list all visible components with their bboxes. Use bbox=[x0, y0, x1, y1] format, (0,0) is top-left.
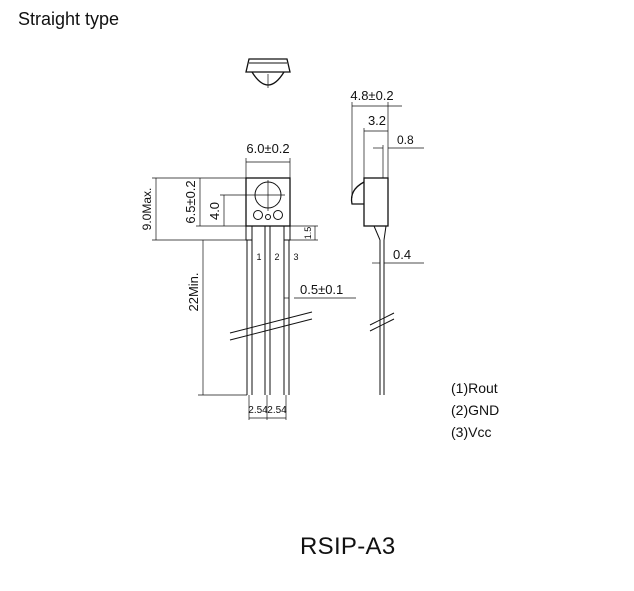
front-view bbox=[152, 158, 356, 420]
pin-2-row: (2)GND bbox=[451, 399, 499, 421]
pin-number-3: 3 bbox=[293, 252, 298, 262]
standoff-label: 1.5 bbox=[303, 227, 313, 240]
pin-number-1: 1 bbox=[256, 252, 261, 262]
lead-length-label: 22Min. bbox=[186, 272, 201, 311]
package-name: RSIP-A3 bbox=[300, 533, 396, 560]
top-view bbox=[245, 58, 291, 88]
pin-2-number: (2) bbox=[451, 402, 469, 418]
back-thickness-label: 0.8 bbox=[397, 133, 414, 147]
pin-3-name: Vcc bbox=[468, 424, 492, 440]
pin-assignment-list: (1)Rout (2)GND (3)Vcc bbox=[451, 377, 499, 443]
lens-depth-label: 3.2 bbox=[368, 113, 386, 128]
pin-1-row: (1)Rout bbox=[451, 377, 499, 399]
pin-3-row: (3)Vcc bbox=[451, 421, 499, 443]
lead-thickness-label: 0.4 bbox=[393, 247, 411, 262]
pitch-left-label: 2.54 bbox=[248, 405, 268, 416]
body-width-label: 6.0±0.2 bbox=[246, 141, 289, 156]
lens-height-label: 4.0 bbox=[207, 202, 222, 220]
pitch-right-label: 2.54 bbox=[267, 405, 287, 416]
total-height-label: 9.0Max. bbox=[140, 188, 154, 231]
side-view bbox=[350, 102, 424, 395]
pin-2-name: GND bbox=[468, 402, 500, 418]
lead-width-label: 0.5±0.1 bbox=[300, 282, 343, 297]
pin-3-number: (3) bbox=[451, 424, 469, 440]
pin-1-number: (1) bbox=[451, 380, 469, 396]
body-height-label: 6.5±0.2 bbox=[183, 180, 198, 223]
pin-number-2: 2 bbox=[274, 252, 279, 262]
figure-title: Straight type bbox=[18, 9, 120, 29]
pin-1-name: Rout bbox=[468, 380, 498, 396]
depth-label: 4.8±0.2 bbox=[350, 88, 393, 103]
